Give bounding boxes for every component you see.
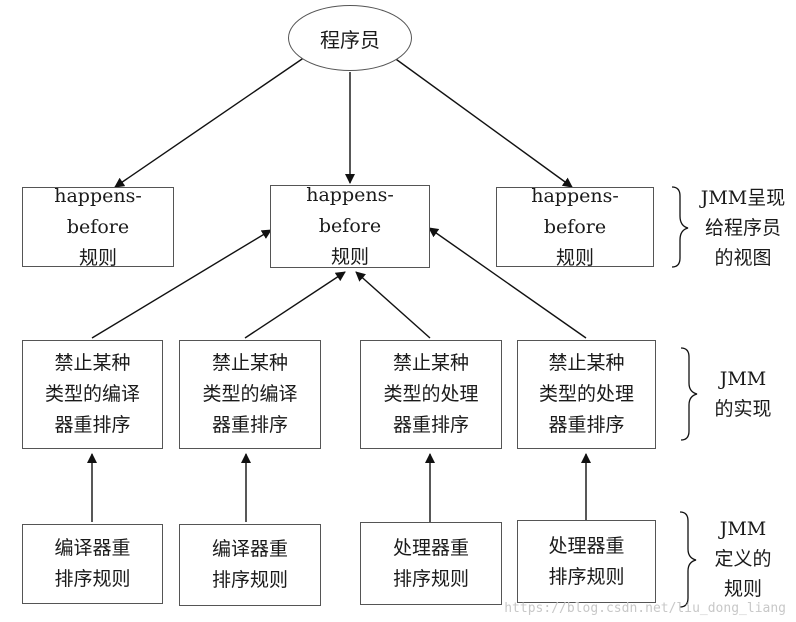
node-hb-rule-right-label: happens-before 规则 <box>531 184 619 269</box>
node-hb-rule-left: happens-before 规则 <box>22 185 174 269</box>
arrow-prohibit-2-to-hb <box>244 271 346 339</box>
brace-view <box>671 186 689 268</box>
node-processor-reorder-2-label: 处理器重 排序规则 <box>548 534 625 588</box>
node-prohibit-compiler-2: 禁止某种 类型的编译 器重排序 <box>179 340 321 449</box>
node-processor-reorder-1: 处理器重 排序规则 <box>360 522 502 605</box>
watermark-url: https://blog.csdn.net/liu_dong_liang <box>504 601 786 616</box>
node-hb-rule-left-label: happens-before 规则 <box>54 184 142 269</box>
node-compiler-reorder-1-label: 编译器重 排序规则 <box>54 537 131 590</box>
arrow-root-to-hb-right <box>392 56 573 188</box>
node-prohibit-compiler-1-label: 禁止某种 类型的编译 器重排序 <box>44 352 140 436</box>
node-compiler-reorder-2: 编译器重 排序规则 <box>179 524 321 606</box>
arrow-prohibit-1-to-hb <box>91 229 272 339</box>
node-processor-reorder-2: 处理器重 排序规则 <box>517 520 656 603</box>
side-label-view: JMM呈现 给程序员 的视图 <box>700 187 786 269</box>
node-programmer-label: 程序员 <box>320 27 380 52</box>
side-label-implementation: JMM 的实现 <box>714 368 772 420</box>
node-compiler-reorder-1: 编译器重 排序规则 <box>22 524 163 604</box>
side-label-definition: JMM 定义的 规则 <box>714 518 772 600</box>
node-prohibit-processor-1: 禁止某种 类型的处理 器重排序 <box>360 340 502 449</box>
node-programmer: 程序员 <box>288 5 412 71</box>
node-processor-reorder-1-label: 处理器重 排序规则 <box>392 536 469 590</box>
arrow-prohibit-4-to-hb <box>428 227 587 339</box>
brace-implementation <box>680 347 698 441</box>
brace-definition <box>679 511 697 608</box>
node-prohibit-compiler-2-label: 禁止某种 类型的编译 器重排序 <box>202 352 298 436</box>
node-compiler-reorder-2-label: 编译器重 排序规则 <box>211 538 288 591</box>
node-hb-rule-center-label: happens-before 规则 <box>306 184 394 268</box>
arrow-root-to-hb-left <box>114 56 306 188</box>
node-hb-rule-right: happens-before 规则 <box>496 185 654 269</box>
node-prohibit-compiler-1: 禁止某种 类型的编译 器重排序 <box>22 340 163 449</box>
node-prohibit-processor-1-label: 禁止某种 类型的处理 器重排序 <box>383 352 479 436</box>
arrow-prohibit-3-to-hb <box>355 271 431 339</box>
node-hb-rule-center: happens-before 规则 <box>270 184 430 268</box>
node-prohibit-processor-2: 禁止某种 类型的处理 器重排序 <box>517 340 656 449</box>
node-prohibit-processor-2-label: 禁止某种 类型的处理 器重排序 <box>538 352 634 436</box>
